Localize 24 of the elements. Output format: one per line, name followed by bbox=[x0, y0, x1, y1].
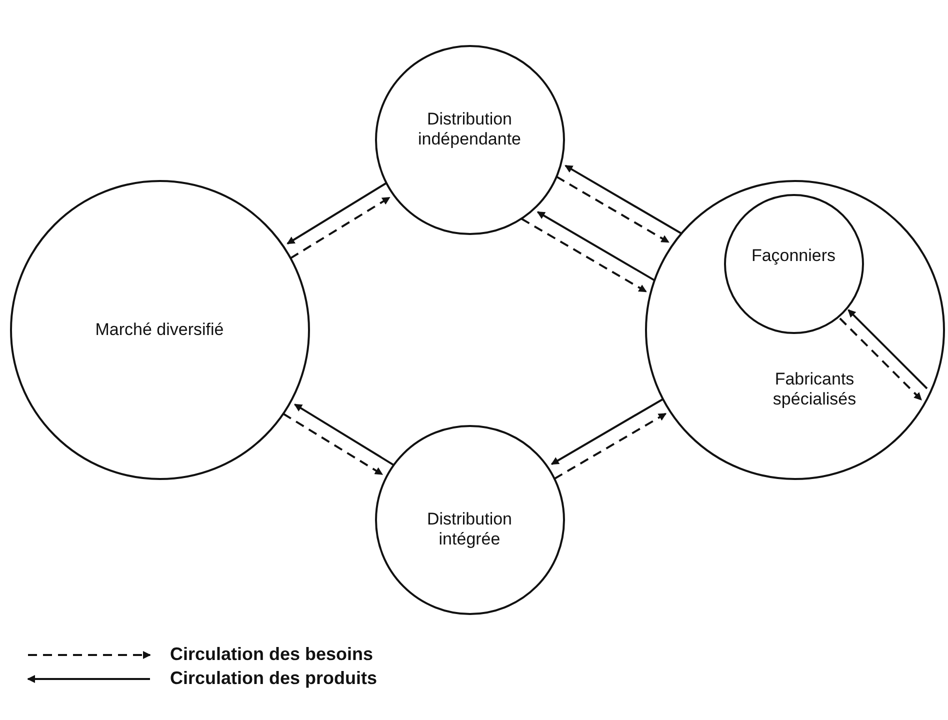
node-label: Distribution indépendante bbox=[416, 109, 522, 150]
circle-node bbox=[375, 425, 565, 615]
arrow bbox=[286, 182, 387, 244]
arrow bbox=[550, 398, 664, 465]
arrow bbox=[564, 164, 682, 234]
arrow bbox=[556, 176, 670, 244]
arrow bbox=[521, 218, 647, 292]
arrow bbox=[839, 318, 922, 400]
node-label: Fabricants spécialisés bbox=[772, 369, 858, 410]
arrow bbox=[294, 404, 394, 466]
arrow bbox=[536, 211, 656, 282]
arrow bbox=[290, 196, 390, 260]
arrow bbox=[554, 412, 667, 480]
node-label: Façonniers bbox=[750, 245, 837, 266]
legend-label: Circulation des produits bbox=[170, 668, 378, 689]
circle-node bbox=[724, 194, 864, 334]
legend-label: Circulation des besoins bbox=[170, 644, 374, 665]
node-label: Distribution intégrée bbox=[426, 509, 514, 550]
circle-node bbox=[375, 45, 565, 235]
node-label: Marché diversifié bbox=[94, 319, 225, 340]
arrow bbox=[848, 309, 928, 390]
arrow bbox=[282, 412, 383, 476]
circle-node bbox=[10, 180, 310, 480]
circle-node bbox=[645, 180, 945, 480]
